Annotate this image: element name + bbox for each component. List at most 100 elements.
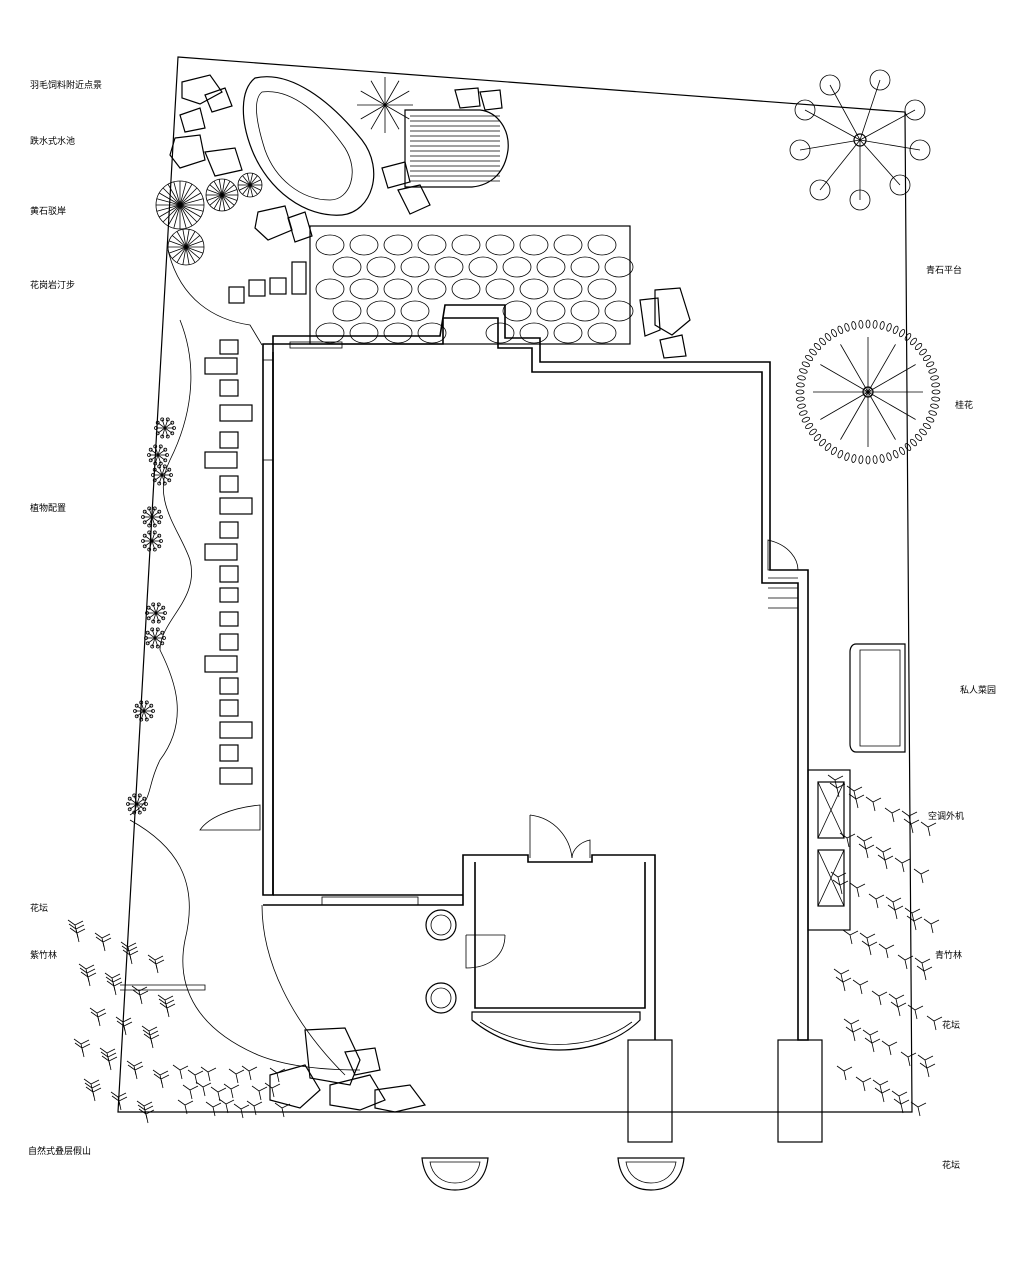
stepping-stone xyxy=(219,744,239,762)
stepping-stone xyxy=(219,379,239,397)
paving-stone xyxy=(332,256,362,278)
paving-stone xyxy=(485,278,515,300)
paving-stone xyxy=(604,300,634,322)
stepping-stone xyxy=(219,339,239,355)
planters xyxy=(421,909,685,1191)
rockery-stones xyxy=(269,1027,427,1113)
paving-stone xyxy=(366,256,396,278)
paving-stone xyxy=(519,234,549,256)
pond xyxy=(242,76,375,216)
green-bamboo-grove xyxy=(827,774,943,1117)
paving-stone xyxy=(519,278,549,300)
ornamental-plant xyxy=(133,700,155,722)
stepping-stone xyxy=(219,475,239,493)
stepping-stone xyxy=(291,261,307,295)
stepping-stone xyxy=(204,543,238,561)
paving-stone xyxy=(366,300,396,322)
label-granite-stepping-stones: 花岗岩汀步 xyxy=(30,281,76,291)
paving-stone xyxy=(536,256,566,278)
site-boundary xyxy=(117,56,913,1113)
stepping-stone xyxy=(219,431,239,449)
stone-platform-hatch xyxy=(404,109,509,188)
label-green-bamboo: 青竹林 xyxy=(935,951,963,961)
stepping-stone xyxy=(204,357,238,375)
ornamental-plant xyxy=(154,417,176,439)
paving-stone xyxy=(553,322,583,344)
paving-stone xyxy=(502,300,532,322)
label-flower-bed-right: 花坛 xyxy=(942,1021,961,1031)
paving-stone xyxy=(587,234,617,256)
label-flower-bed-left: 花坛 xyxy=(30,904,49,914)
paved-terrace xyxy=(309,225,634,345)
label-purple-bamboo: 紫竹林 xyxy=(30,951,58,961)
label-stone-platform: 青石平台 xyxy=(926,266,963,276)
pond-rocks xyxy=(169,74,691,359)
ornamental-plant xyxy=(145,602,167,624)
paving-stone xyxy=(502,256,532,278)
label-rockery: 自然式叠层假山 xyxy=(28,1147,92,1157)
stepping-stone xyxy=(219,587,239,603)
ac-units xyxy=(807,769,851,931)
paving-stone xyxy=(553,278,583,300)
label-flower-bed-bottom: 花坛 xyxy=(942,1161,961,1171)
paving-stone xyxy=(417,322,447,344)
paving-stone xyxy=(570,256,600,278)
paving-stone xyxy=(451,234,481,256)
paving-stone xyxy=(383,278,413,300)
paving-stone xyxy=(349,322,379,344)
stepping-stones xyxy=(204,261,307,785)
shrub xyxy=(155,180,205,230)
stepping-stone xyxy=(219,721,253,739)
shrub xyxy=(237,172,263,198)
stepping-stone xyxy=(219,404,253,422)
stepping-stone xyxy=(219,633,239,651)
label-osmanthus: 桂花 xyxy=(955,401,974,411)
paving-stone xyxy=(451,278,481,300)
label-vegetable-garden: 私人菜园 xyxy=(960,686,997,696)
paving-stone xyxy=(400,300,430,322)
purple-bamboo-grove xyxy=(67,919,176,1124)
paving-stone xyxy=(587,278,617,300)
stepping-stone xyxy=(219,677,239,695)
garden-paths xyxy=(120,249,361,1076)
house-outline xyxy=(199,304,823,1143)
stepping-stone xyxy=(228,286,245,304)
label-feather-planting: 羽毛饲料附近点景 xyxy=(30,81,103,91)
stepping-stone xyxy=(219,699,239,717)
stepping-stone xyxy=(269,277,287,295)
ornamental-plant xyxy=(141,506,163,528)
vegetable-garden xyxy=(849,643,906,753)
paving-stone xyxy=(604,256,634,278)
paving-stone xyxy=(519,322,549,344)
ornamental-plant xyxy=(144,627,166,649)
paving-stone xyxy=(349,234,379,256)
stepping-stone xyxy=(219,521,239,539)
ornamental-plant xyxy=(141,530,163,552)
ornamental-plant xyxy=(151,464,173,486)
paving-stone xyxy=(417,278,447,300)
label-cascade-pond: 跌水式水池 xyxy=(30,137,76,147)
label-yellow-stone-bank: 黄石驳岸 xyxy=(30,207,67,217)
label-plant-configuration: 植物配置 xyxy=(30,504,67,514)
paving-stone xyxy=(536,300,566,322)
paving-stone xyxy=(468,256,498,278)
paving-stone xyxy=(570,300,600,322)
low-bamboo xyxy=(172,1064,291,1119)
ornamental-plant xyxy=(126,793,148,815)
stepping-stone xyxy=(219,497,253,515)
paving-stone xyxy=(315,234,345,256)
stepping-stone xyxy=(204,655,238,673)
paving-stone xyxy=(417,234,447,256)
paving-stone xyxy=(349,278,379,300)
stepping-stone xyxy=(204,451,238,469)
paving-stone xyxy=(315,278,345,300)
paving-stone xyxy=(485,322,515,344)
stepping-stone xyxy=(219,565,239,583)
paving-stone xyxy=(553,234,583,256)
paving-stone xyxy=(383,234,413,256)
label-ac-unit: 空调外机 xyxy=(928,812,965,822)
stepping-stone xyxy=(219,611,239,627)
shrub xyxy=(205,178,239,212)
stepping-stone xyxy=(219,767,253,785)
